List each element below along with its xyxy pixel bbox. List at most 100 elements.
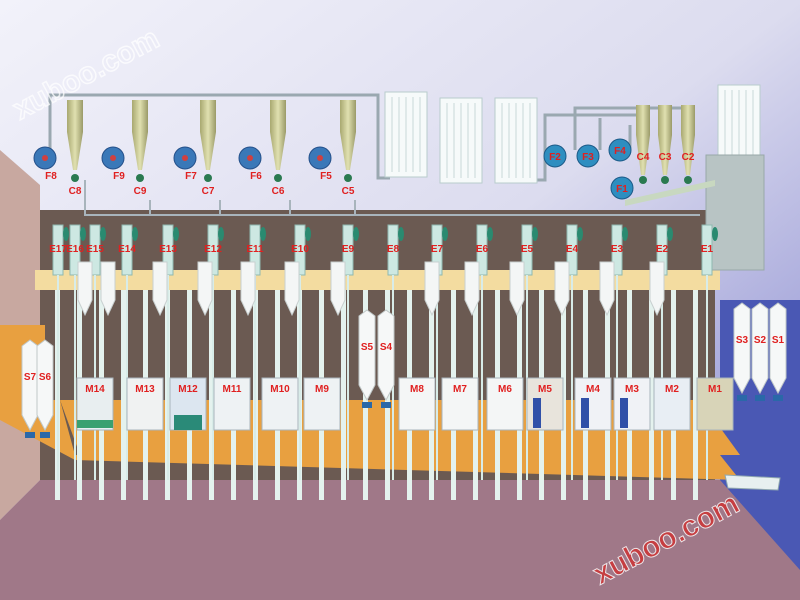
- bag-filter: [384, 91, 428, 178]
- bin: [464, 261, 480, 317]
- left-floor: [0, 325, 740, 480]
- machine-label: M14: [85, 384, 105, 395]
- machine-m14: [76, 377, 114, 431]
- machine-m9: [303, 377, 341, 431]
- elevator-e3: [611, 224, 628, 480]
- bin: [284, 261, 300, 317]
- fan-f8: [33, 146, 57, 170]
- machine-label: M13: [135, 384, 155, 395]
- elevator-label: E10: [291, 244, 309, 255]
- column: [121, 290, 126, 500]
- machine-m6: [486, 377, 524, 431]
- silo-label: S5: [361, 342, 374, 353]
- machine-label: M10: [270, 384, 290, 395]
- elevator-label: E5: [521, 244, 534, 255]
- elevator-label: E1: [701, 244, 714, 255]
- column: [693, 290, 698, 500]
- cyclone-label: C2: [682, 152, 695, 163]
- machine-label: M2: [665, 384, 679, 395]
- machine-label: M9: [315, 384, 329, 395]
- cyclone-label: C3: [659, 152, 672, 163]
- cyclone-c2: [681, 105, 695, 184]
- cyclone-label: C9: [134, 186, 147, 197]
- elevator-label: E14: [118, 244, 136, 255]
- right-duct: [535, 106, 690, 182]
- cyclone-c5: [340, 100, 356, 182]
- elevator-label: E11: [246, 244, 264, 255]
- machine-m13: [126, 377, 164, 431]
- fan-f1: [610, 176, 634, 200]
- elevator-label: E8: [387, 244, 400, 255]
- fan-icon: [576, 144, 600, 168]
- bin: [509, 261, 525, 317]
- machine-label: M8: [410, 384, 424, 395]
- cyclone-label: C5: [342, 186, 355, 197]
- bin: [152, 261, 168, 317]
- machine-label: M7: [453, 384, 467, 395]
- cyclone-c7: [200, 100, 216, 182]
- bin: [77, 261, 93, 317]
- silo-label: S4: [380, 342, 393, 353]
- fan-label: F6: [250, 171, 262, 182]
- machine-label: M4: [586, 384, 600, 395]
- machine-label: M11: [223, 384, 242, 395]
- bin: [424, 261, 440, 317]
- cyclone-c3: [658, 105, 672, 184]
- fan-label: F9: [113, 171, 125, 182]
- elevator-e16: [69, 224, 86, 480]
- machine-m12: [169, 377, 207, 431]
- silo-s3: [733, 302, 751, 401]
- cyclone-label: C8: [69, 186, 82, 197]
- bag-filter: [439, 97, 483, 184]
- fan-f4: [608, 138, 632, 162]
- machine-label: M6: [498, 384, 512, 395]
- elevator-label: E3: [611, 244, 624, 255]
- machine-m2: [653, 377, 691, 431]
- machine-m11: [213, 377, 251, 431]
- machine-m8: [398, 377, 436, 431]
- bin: [330, 261, 346, 317]
- filter-base: [705, 154, 765, 271]
- elevator-e4: [566, 224, 583, 480]
- elevator-e12: [207, 224, 224, 480]
- elevator-label: E2: [656, 244, 669, 255]
- machine-label: M12: [178, 384, 198, 395]
- fan-icon: [543, 144, 567, 168]
- fan-icon: [608, 138, 632, 162]
- cyclone-c9: [132, 100, 148, 182]
- silo-label: S7: [24, 372, 37, 383]
- bin: [197, 261, 213, 317]
- elevator-e17: [52, 224, 69, 480]
- elevator-label: E9: [342, 244, 355, 255]
- column: [341, 290, 346, 500]
- fan-f5: [308, 146, 332, 170]
- elevator-e9: [342, 224, 359, 480]
- elevator-label: E12: [204, 244, 222, 255]
- main-duct: [48, 93, 390, 180]
- bin: [100, 261, 116, 317]
- machine-m1: [696, 377, 734, 431]
- cyclone-label: C7: [202, 186, 215, 197]
- fan-label: F2: [549, 152, 561, 163]
- fan-f2: [543, 144, 567, 168]
- machine-m5: [526, 377, 564, 431]
- silo-label: S2: [754, 335, 767, 346]
- machine-label: M1: [708, 384, 722, 395]
- silo-s1: [769, 302, 787, 401]
- fan-f7: [173, 146, 197, 170]
- machine-m3: [613, 377, 651, 431]
- cyclone-label: C6: [272, 186, 285, 197]
- fan-label: F8: [45, 171, 57, 182]
- silo-s2: [751, 302, 769, 401]
- machine-m4: [574, 377, 612, 431]
- bin: [240, 261, 256, 317]
- elevator-label: E7: [431, 244, 444, 255]
- cyclone-label: C4: [637, 152, 650, 163]
- fan-label: F1: [616, 184, 628, 195]
- machine-label: M5: [538, 384, 552, 395]
- cyclone-c4: [636, 105, 650, 184]
- fan-label: F5: [320, 171, 332, 182]
- silo-label: S1: [772, 335, 785, 346]
- fan-label: F4: [614, 146, 626, 157]
